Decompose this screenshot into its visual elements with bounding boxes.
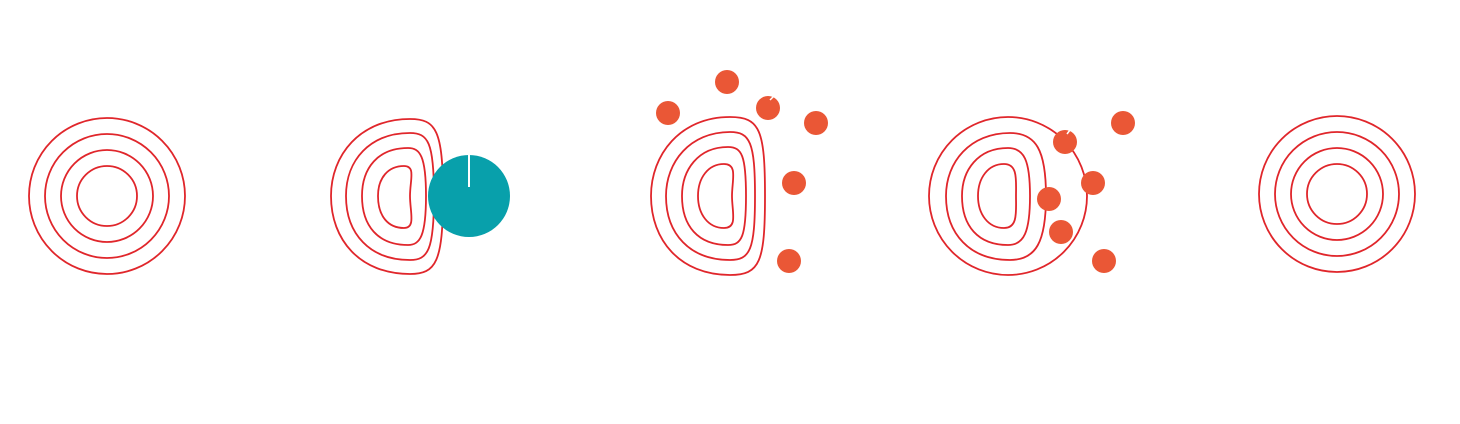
- panel-1: [28, 117, 186, 275]
- panel-4-contour-outer: [928, 116, 1088, 276]
- panel-4-particle: [1092, 249, 1116, 273]
- panel-1-contour-2: [44, 133, 170, 259]
- panel-2-disc: [428, 155, 510, 237]
- panel-2-contour-inner: [377, 165, 413, 229]
- panel-4-contour-3: [961, 147, 1031, 246]
- panel-1-contour-outer: [28, 117, 186, 275]
- panel-1-contour-3: [60, 149, 154, 243]
- panel-4-particle: [1053, 130, 1077, 154]
- panel-5-contour-2: [1274, 131, 1400, 257]
- panel-5-contour-3: [1290, 147, 1384, 241]
- panel-2-contour-2: [345, 132, 435, 261]
- panel-1-contour-inner: [76, 165, 138, 227]
- panel-4: [928, 111, 1135, 276]
- panel-3-particle: [715, 70, 739, 94]
- panel-2: [330, 118, 510, 275]
- panel-4-particle: [1037, 187, 1061, 211]
- panel-4-contour-inner: [977, 163, 1017, 229]
- panel-4-particle: [1111, 111, 1135, 135]
- panel-3-contour-2: [665, 131, 756, 261]
- panel-3-particle: [782, 171, 806, 195]
- panel-4-particle: [1081, 171, 1105, 195]
- panel-3-particle: [656, 101, 680, 125]
- panel-3-particle: [777, 249, 801, 273]
- panel-3-contour-inner: [697, 163, 735, 229]
- panel-3-particle: [756, 96, 780, 120]
- panel-4-particle-tick: [1066, 129, 1071, 135]
- panel-3-contour-3: [681, 146, 747, 246]
- panel-5-contour-inner: [1306, 163, 1368, 225]
- panel-3: [650, 70, 828, 276]
- panel-4-particle: [1049, 220, 1073, 244]
- panel-2-contour-outer: [330, 118, 444, 275]
- panel-3-particle: [804, 111, 828, 135]
- panel-3-particle-tick: [769, 95, 775, 101]
- panel-3-contour-outer: [650, 116, 766, 276]
- panel-5: [1258, 115, 1416, 273]
- panel-4-contour-2: [945, 132, 1047, 261]
- panel-2-contour-3: [361, 147, 427, 246]
- panel-5-contour-outer: [1258, 115, 1416, 273]
